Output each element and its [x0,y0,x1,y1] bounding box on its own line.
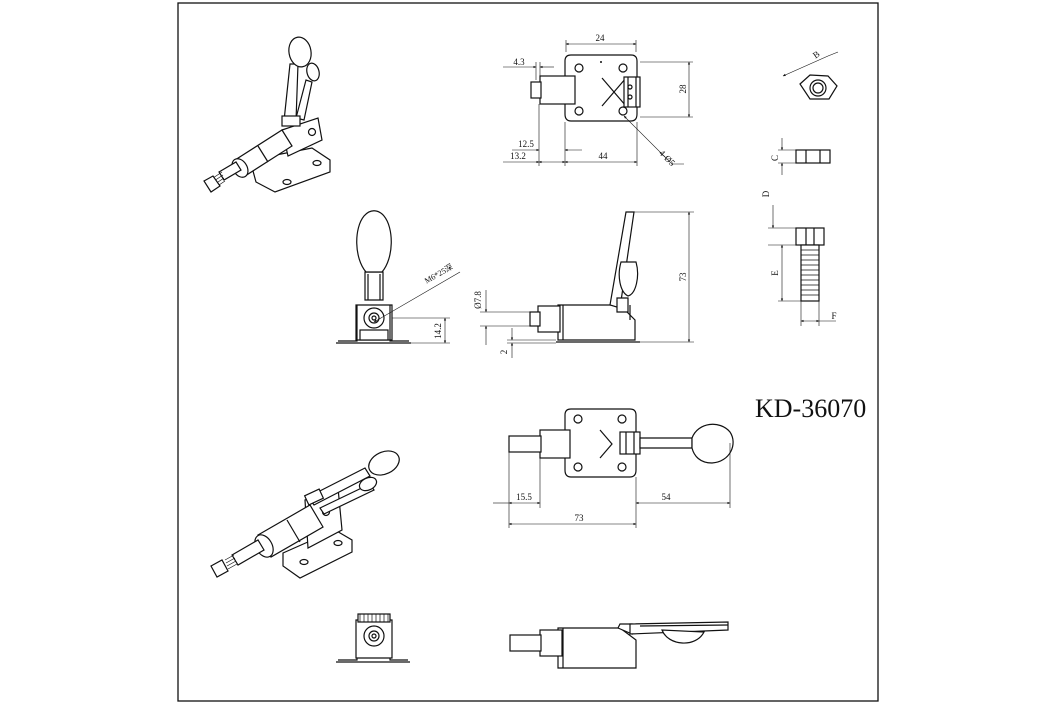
dim-holes: 4-Ø5 [657,148,678,169]
dim-73-length: 73 [575,513,585,523]
isometric-view-extended [210,450,400,579]
dim-54: 54 [662,492,672,502]
hardware-details: B C D E F [761,49,839,326]
dim-44: 44 [599,151,609,161]
front-view-extended [336,613,410,663]
dim-12-5: 12.5 [518,139,534,149]
dim-d: D [761,190,771,197]
dim-73-height: 73 [678,272,688,282]
drawing-frame [177,2,879,702]
dim-dia-7-8: Ø7.8 [473,291,483,309]
dim-e: E [770,270,780,276]
dim-2: 2 [499,350,509,355]
top-view: 24 4.3 28 12.5 13.2 44 4-Ø5 [503,33,693,168]
front-view: M6*25深 14.2 [336,210,461,344]
dim-c: C [770,155,780,161]
dim-13-2: 13.2 [510,151,526,161]
thread-callout: M6*25深 [423,262,454,285]
dim-4-3: 4.3 [513,57,525,67]
isometric-view-upright [203,36,331,193]
bottom-view: 15.5 54 73 [493,408,734,528]
dim-14-2: 14.2 [433,323,443,339]
side-view-extended [509,621,729,669]
dim-28: 28 [678,84,688,94]
dim-24: 24 [596,33,606,43]
dim-b: B [811,49,822,61]
model-code: KD-36070 [755,394,866,423]
dim-15-5: 15.5 [516,492,532,502]
side-view: 73 Ø7.8 2 [473,211,694,358]
dim-f: F [831,311,836,321]
